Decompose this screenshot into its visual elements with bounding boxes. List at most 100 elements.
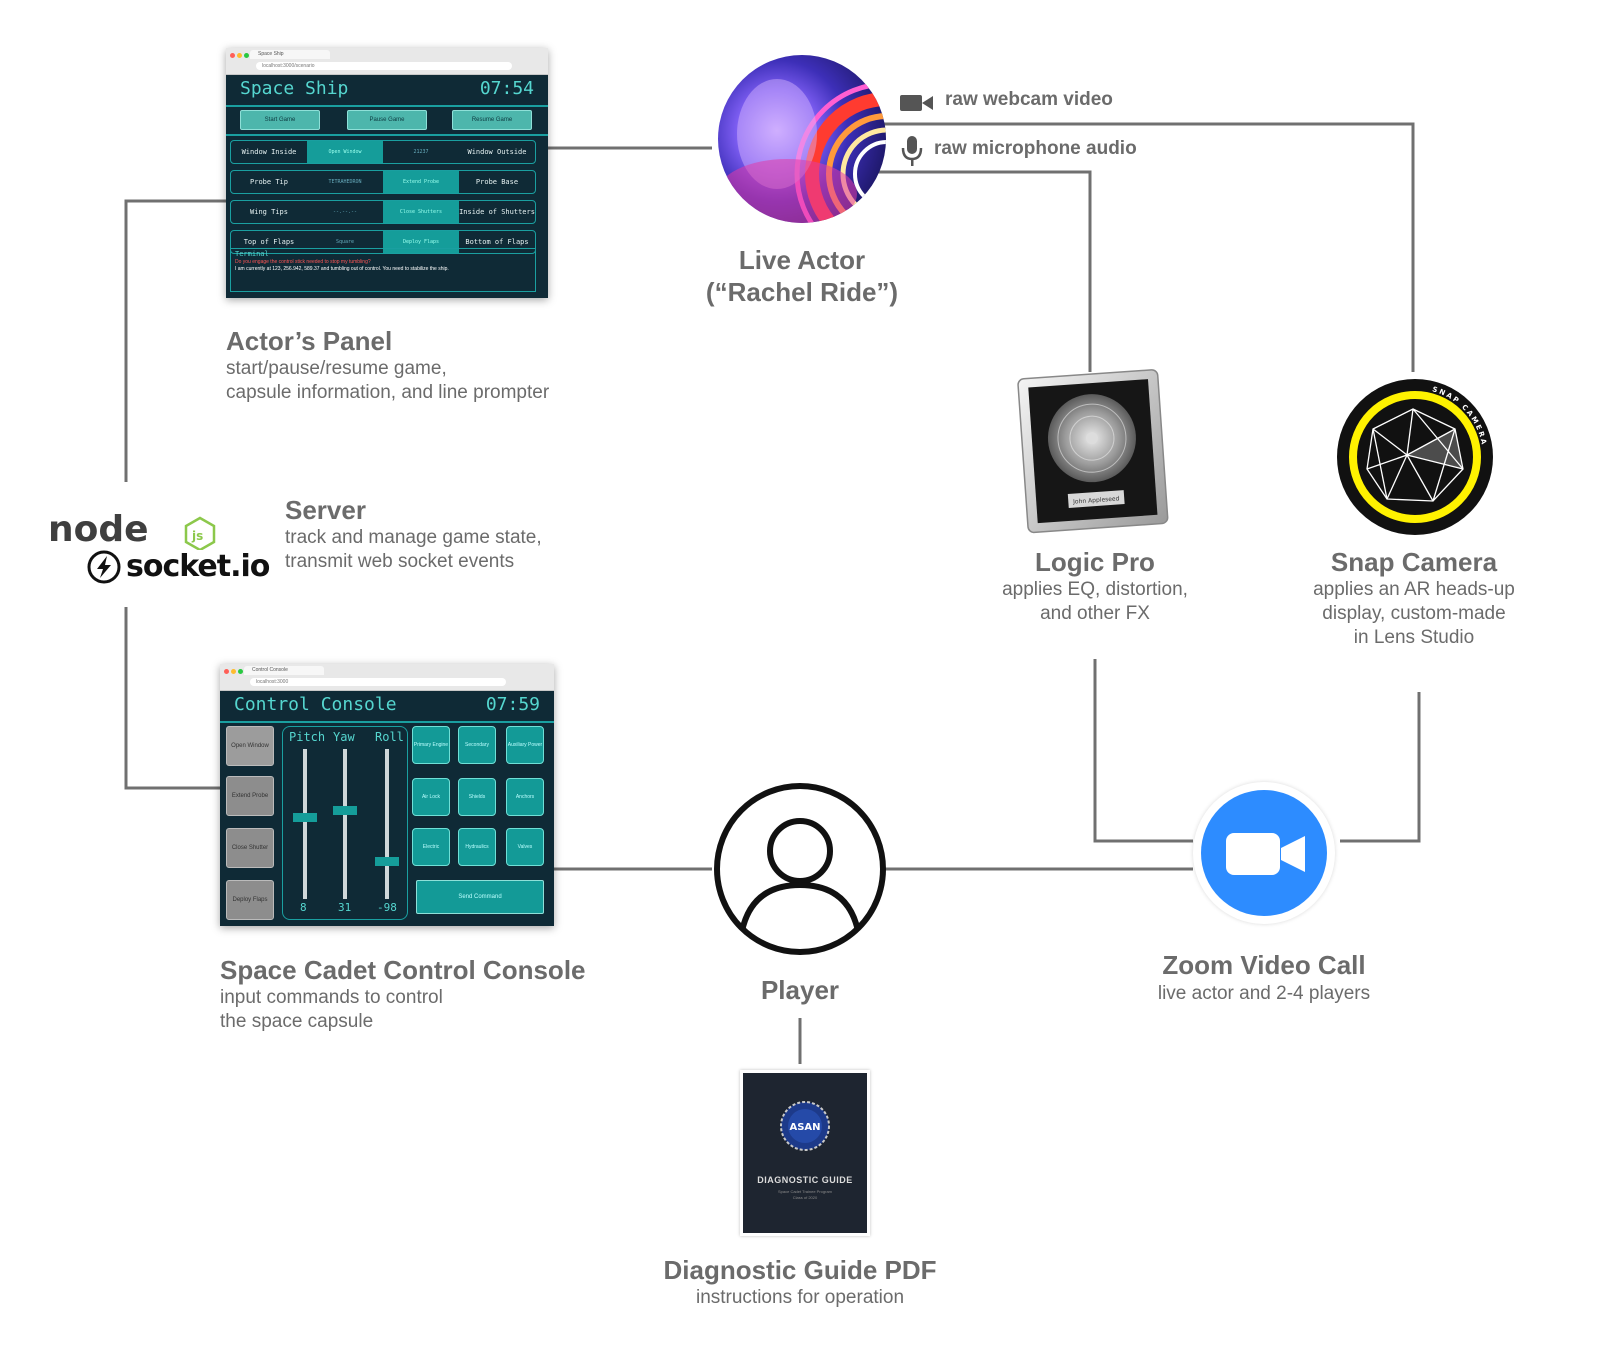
- pause-game-button[interactable]: Pause Game: [347, 110, 427, 130]
- yaw-slider-handle[interactable]: [333, 806, 357, 815]
- capsule-row: Probe Tip TETRAHEDRON Extend Probe Probe…: [230, 170, 536, 194]
- shields-button[interactable]: Shields: [458, 778, 496, 816]
- zoom-dot-icon[interactable]: [238, 669, 243, 674]
- resume-game-button[interactable]: Resume Game: [452, 110, 532, 130]
- edge-label-audio: raw microphone audio: [934, 138, 1137, 159]
- row-mid-b[interactable]: Deploy Flaps: [383, 231, 459, 253]
- address-bar[interactable]: localhost:3000/scenario: [256, 62, 512, 70]
- logic-pro-badge-text: John Appleseed: [1072, 495, 1120, 505]
- send-command-button[interactable]: Send Command: [416, 880, 544, 914]
- browser-tab[interactable]: Control Console: [244, 666, 324, 675]
- close-dot-icon[interactable]: [224, 669, 229, 674]
- air-lock-button[interactable]: Air Lock: [412, 778, 450, 816]
- logic-pro-title: Logic Pro: [1035, 547, 1155, 577]
- row-left-label: Window Inside: [241, 148, 297, 156]
- video-camera-icon: [900, 95, 933, 111]
- game-timer: 07:59: [485, 694, 540, 715]
- yaw-value: 31: [338, 901, 352, 914]
- app-header: Control Console 07:59: [220, 691, 554, 723]
- address-bar[interactable]: localhost:3000: [250, 678, 506, 686]
- diagnostic-guide-desc: instructions for operation: [695, 1287, 905, 1308]
- microphone-icon: [901, 136, 923, 166]
- edge-panel-server: [124, 199, 226, 482]
- control-console-window: Control Console localhost:3000 Control C…: [220, 664, 554, 926]
- control-console-desc-1: input commands to control: [220, 987, 443, 1008]
- row-right-label: Probe Base: [475, 178, 519, 186]
- electric-button[interactable]: Electric: [412, 828, 450, 866]
- terminal-message-line: I am currently at 123, 256.942, 589.37 a…: [235, 266, 449, 272]
- row-mid-a: TETRAHEDRON: [328, 179, 362, 185]
- roll-slider-handle[interactable]: [375, 857, 399, 866]
- live-actor-avatar: [718, 55, 886, 223]
- row-left-label: Probe Tip: [250, 178, 288, 186]
- open-window-button[interactable]: Open Window: [226, 726, 274, 766]
- close-dot-icon[interactable]: [230, 53, 235, 58]
- server-desc-1: track and manage game state,: [285, 527, 542, 548]
- capsule-row: Top of Flaps Square Deploy Flaps Bottom …: [230, 230, 536, 254]
- game-timer: 07:54: [479, 78, 534, 99]
- browser-chrome: Control Console localhost:3000: [220, 664, 554, 691]
- snap-camera-icon: SNAP CAMERA: [1337, 379, 1493, 535]
- diagnostic-guide-cover: ASAN DIAGNOSTIC GUIDE Space Cadet Traine…: [740, 1070, 870, 1236]
- hydraulics-button[interactable]: Hydraulics: [458, 828, 496, 866]
- row-mid-b[interactable]: Close Shutters: [383, 201, 459, 223]
- player-title: Player: [760, 975, 840, 1005]
- cover-title: DIAGNOSTIC GUIDE: [757, 1175, 853, 1185]
- roll-label: Roll: [375, 730, 404, 744]
- row-mid-a[interactable]: Open Window: [307, 141, 383, 163]
- row-mid-a: --.--.--: [332, 209, 358, 215]
- roll-value: -98: [377, 901, 397, 914]
- logic-pro-desc-1: applies EQ, distortion,: [1002, 579, 1188, 600]
- secondary-engine-button[interactable]: Secondary Engine: [458, 726, 496, 784]
- svg-text:ASAN: ASAN: [789, 1122, 820, 1133]
- terminal-panel: Terminal Do you engage the control stick…: [230, 248, 536, 292]
- snap-camera-title: Snap Camera: [1330, 547, 1498, 577]
- video-camera-icon: [1226, 833, 1280, 875]
- row-mid-b[interactable]: Extend Probe: [383, 171, 459, 193]
- snap-camera-desc-2: display, custom-made: [1322, 603, 1506, 624]
- extend-probe-button[interactable]: Extend Probe: [226, 776, 274, 816]
- browser-tab[interactable]: Space Ship: [250, 50, 330, 59]
- snap-camera-desc-3: in Lens Studio: [1353, 627, 1475, 648]
- pitch-slider-handle[interactable]: [293, 813, 317, 822]
- start-game-button[interactable]: Start Game: [240, 110, 320, 130]
- anchors-button[interactable]: Anchors: [506, 778, 544, 816]
- row-mid-b: 21237: [413, 149, 429, 155]
- actors-panel-desc-2: capsule information, and line prompter: [226, 382, 550, 403]
- close-shutter-button[interactable]: Close Shutter: [226, 828, 274, 868]
- minimize-dot-icon[interactable]: [237, 53, 242, 58]
- socketio-logo-text: socket.io: [126, 549, 270, 584]
- server-title: Server: [285, 495, 366, 525]
- capsule-row: Wing Tips --.--.-- Close Shutters Inside…: [230, 200, 536, 224]
- auxiliary-power-button[interactable]: Auxiliary Power: [506, 726, 544, 764]
- terminal-prompt-line: Do you engage the control stick needed t…: [235, 259, 371, 265]
- capsule-row: Window Inside Open Window 21237 Window O…: [230, 140, 536, 164]
- zoom-title: Zoom Video Call: [1162, 950, 1366, 980]
- valves-button[interactable]: Valves: [506, 828, 544, 866]
- nodejs-logo: node js: [48, 509, 216, 550]
- row-right-label: Window Outside: [467, 148, 527, 156]
- cover-sub-2: Class of 2020: [792, 1195, 818, 1200]
- deploy-flaps-button[interactable]: Deploy Flaps: [226, 880, 274, 920]
- row-left-label: Wing Tips: [250, 208, 288, 216]
- edge-logic-zoom: [1093, 659, 1193, 843]
- row-mid-a: Square: [335, 239, 355, 245]
- diagnostic-guide-title: Diagnostic Guide PDF: [663, 1255, 937, 1285]
- player-user-icon: [714, 783, 886, 955]
- live-actor-title-1: Live Actor: [738, 245, 866, 275]
- row-right-label: Inside of Shutters: [459, 208, 535, 216]
- minimize-dot-icon[interactable]: [231, 669, 236, 674]
- row-left-label: Top of Flaps: [243, 238, 295, 246]
- slider-panel: Pitch Yaw Roll 8 31 -98: [282, 726, 408, 920]
- primary-engine-button[interactable]: Primary Engine: [412, 726, 450, 764]
- yaw-label: Yaw: [333, 730, 355, 744]
- pitch-label: Pitch: [289, 730, 326, 744]
- zoom-dot-icon[interactable]: [244, 53, 249, 58]
- pitch-value: 8: [300, 901, 307, 914]
- server-desc-2: transmit web socket events: [285, 551, 515, 572]
- live-actor-title-2: (“Rachel Ride”): [705, 277, 899, 307]
- browser-chrome: Space Ship localhost:3000/scenario: [226, 48, 548, 75]
- edge-actor-snap: [875, 122, 1415, 372]
- edge-actor-logic: [875, 170, 1092, 372]
